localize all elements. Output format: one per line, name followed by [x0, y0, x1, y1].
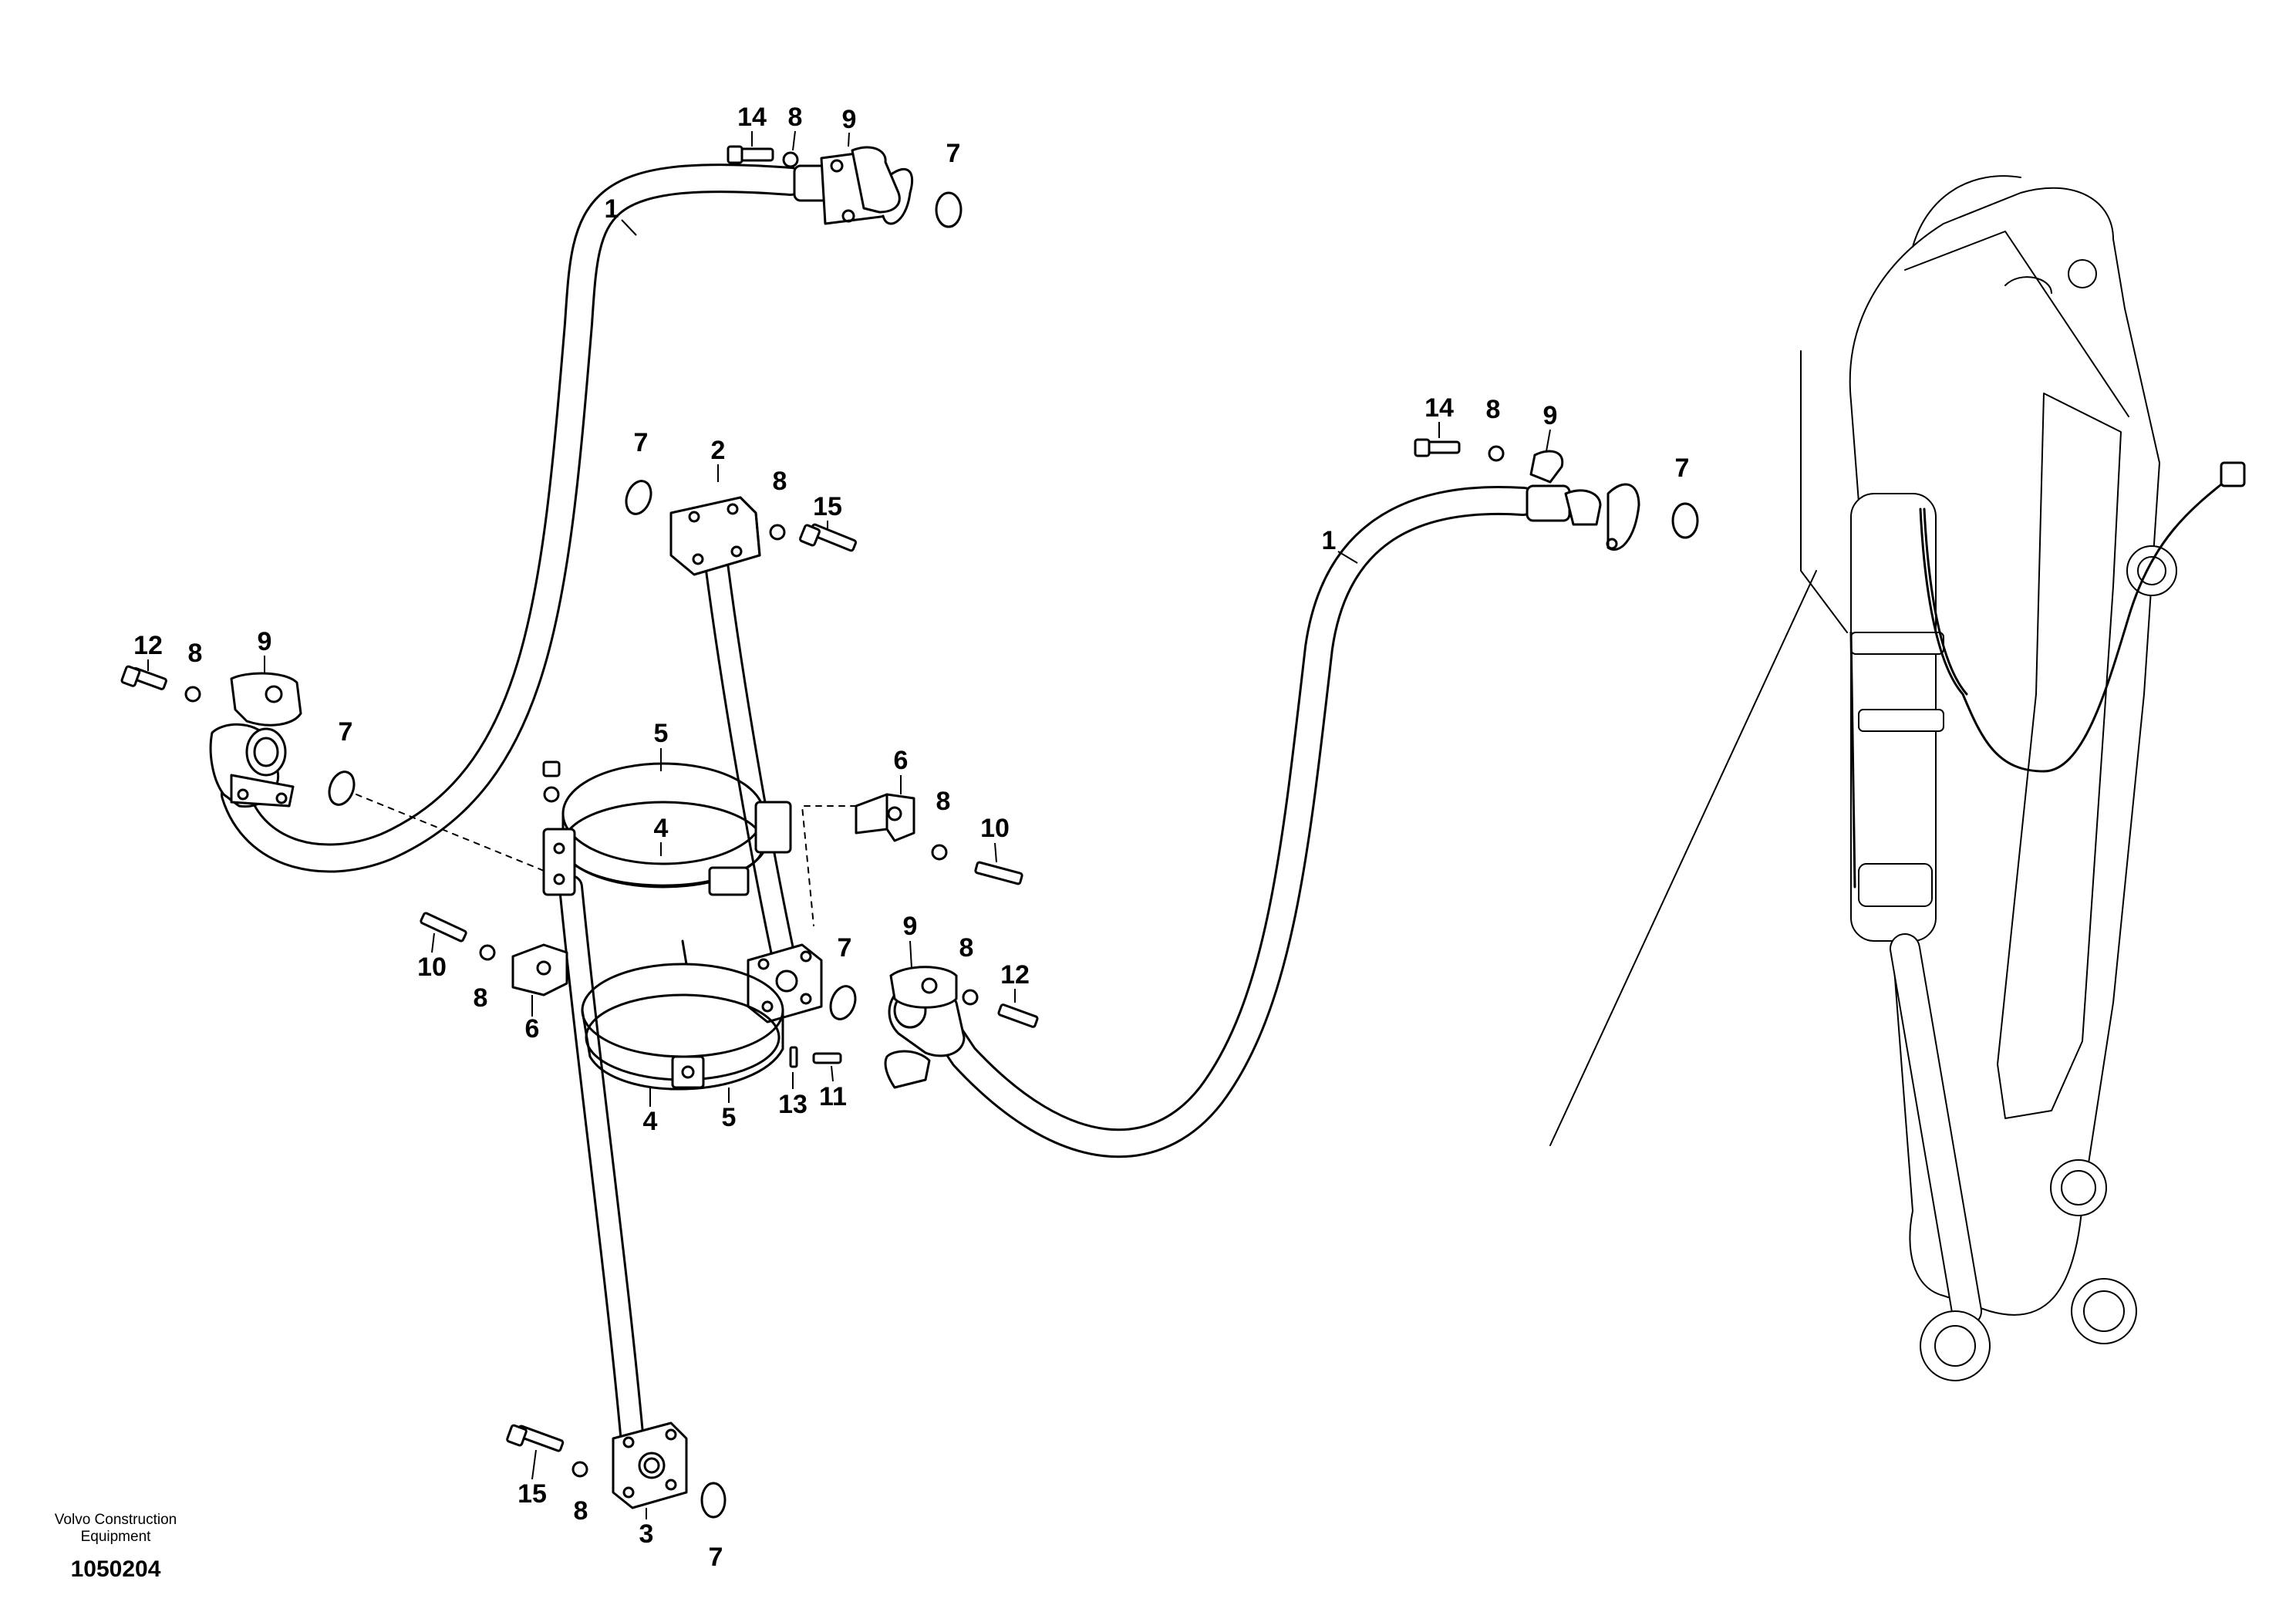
callout-12-right: 12 — [1000, 960, 1030, 990]
block-clamp-left — [511, 943, 568, 996]
callout-3: 3 — [639, 1519, 654, 1549]
callout-7-bottom: 7 — [709, 1543, 723, 1572]
callout-9-right: 9 — [1543, 401, 1558, 430]
washer-right — [1488, 445, 1505, 462]
split-flange-left — [230, 672, 302, 727]
bolt-small — [789, 1046, 842, 1068]
callout-15-bottom: 15 — [518, 1479, 547, 1509]
o-ring-left — [328, 771, 356, 806]
bolt-left-clamp — [420, 912, 467, 943]
o-ring-upper-left — [625, 480, 652, 515]
washer-mid-right — [962, 989, 979, 1006]
bolt-right-lower — [997, 1003, 1039, 1028]
washer-left — [184, 686, 201, 703]
callout-8-left: 8 — [188, 639, 203, 668]
steel-pipe — [558, 528, 799, 1455]
callout-14-right: 14 — [1424, 393, 1454, 423]
washer-right-clamp — [931, 844, 948, 861]
o-ring-bottom — [700, 1482, 727, 1519]
callout-leaders — [147, 130, 1551, 1519]
figure-number: 1050204 — [70, 1556, 161, 1582]
pipe-clamp-upper — [542, 762, 792, 896]
split-flange-top — [851, 146, 901, 214]
bolt-upper — [799, 523, 858, 552]
bolt-left — [120, 665, 167, 690]
clamp-bolts — [542, 760, 561, 803]
alignment-line-left — [356, 794, 556, 876]
callout-5-lower: 5 — [722, 1103, 737, 1132]
bolt-right — [1414, 438, 1461, 457]
hose-left — [221, 164, 805, 873]
washer-lower-left — [479, 944, 496, 961]
pipe-clamp-lower — [581, 939, 784, 1091]
callout-12-left: 12 — [133, 631, 163, 660]
callout-8-bottom: 8 — [574, 1496, 588, 1526]
callout-9-top: 9 — [842, 105, 857, 134]
callout-7-upper-left: 7 — [634, 428, 649, 457]
pipe-flange-mid — [747, 943, 823, 1023]
bolt-top — [727, 145, 774, 164]
callout-8-top: 8 — [788, 103, 803, 132]
callout-10-right: 10 — [980, 814, 1010, 843]
callout-10-left: 10 — [417, 953, 447, 982]
callout-8-right: 8 — [1486, 395, 1501, 424]
pipe-flange-top — [669, 496, 761, 576]
callout-5-upper: 5 — [654, 719, 669, 748]
callout-6-left: 6 — [525, 1014, 540, 1044]
callout-7-mid-right: 7 — [838, 933, 852, 963]
callout-7-right: 7 — [1675, 454, 1690, 483]
callout-4-upper: 4 — [654, 814, 669, 843]
alignment-line-right — [801, 805, 857, 926]
callout-9-mid-right: 9 — [903, 912, 918, 941]
o-ring-top — [935, 191, 963, 228]
callout-2: 2 — [711, 436, 726, 465]
callout-11: 11 — [819, 1082, 847, 1111]
hydraulic-cylinder — [1850, 493, 1991, 1381]
callout-1-mid: 1 — [1322, 526, 1337, 555]
callout-labels: 1 14 8 9 7 7 2 8 15 12 8 9 7 5 4 6 8 10 … — [133, 103, 1689, 1572]
callout-7-top: 7 — [946, 139, 961, 168]
boom-hose-routing — [1849, 461, 2246, 889]
leader-lines — [1549, 350, 1848, 1146]
manufacturer-line-2: Equipment — [80, 1529, 151, 1545]
elbow-fitting-left — [209, 723, 295, 808]
bolt-right-clamp — [974, 861, 1023, 885]
callout-8-right-clamp: 8 — [936, 787, 951, 816]
callout-9-left: 9 — [258, 627, 272, 656]
callout-6-right: 6 — [894, 746, 909, 775]
o-ring-right — [1671, 502, 1699, 539]
block-clamp-right — [855, 793, 915, 842]
hose-right — [934, 486, 1538, 1158]
callout-14-top: 14 — [737, 103, 767, 132]
callout-8-upper: 8 — [773, 467, 787, 496]
bolt-bottom — [506, 1424, 565, 1452]
washer-bottom — [571, 1461, 588, 1478]
pipe-flange-bottom — [612, 1421, 688, 1509]
callout-13: 13 — [778, 1090, 807, 1119]
manufacturer-caption: Volvo Construction Equipment — [31, 1512, 201, 1546]
hose-fitting-right — [1526, 483, 1640, 551]
split-flange-right — [889, 966, 958, 1009]
washer-top — [782, 151, 799, 168]
callout-15-upper: 15 — [813, 492, 842, 521]
split-flange-mid-right — [1529, 450, 1564, 484]
washer-upper — [769, 524, 786, 541]
callout-8-lower-left: 8 — [474, 983, 488, 1013]
manufacturer-line-1: Volvo Construction — [54, 1512, 177, 1528]
o-ring-mid-right — [829, 985, 857, 1020]
callout-4-lower: 4 — [643, 1107, 658, 1136]
callout-8-mid-right: 8 — [959, 933, 974, 963]
callout-7-left: 7 — [339, 717, 353, 747]
callout-1-top: 1 — [605, 194, 619, 224]
